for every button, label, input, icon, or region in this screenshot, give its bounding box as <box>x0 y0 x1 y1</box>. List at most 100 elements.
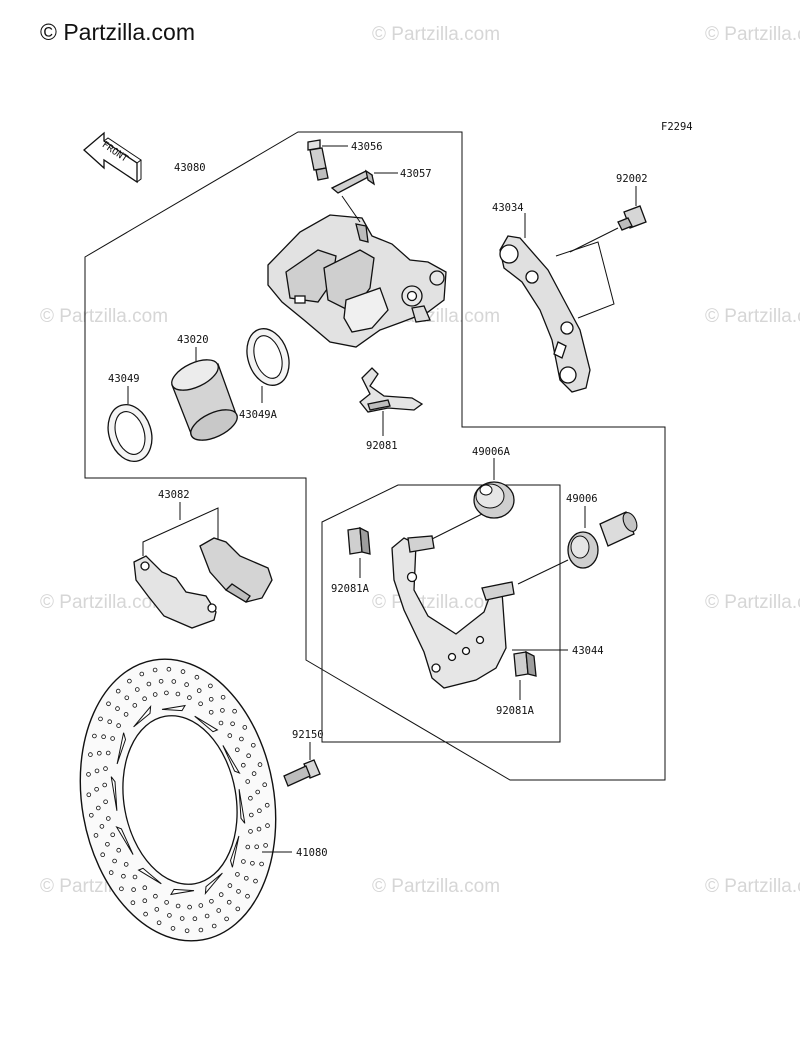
disc-slot <box>204 872 223 895</box>
disc-hole <box>115 706 120 711</box>
label-43057[interactable]: 43057 <box>400 168 432 180</box>
disc-slot <box>161 704 186 712</box>
disc-hole <box>265 823 270 828</box>
disc-hole <box>105 750 111 756</box>
caliper-assembly-outline <box>84 131 666 781</box>
disc-hole <box>187 904 192 910</box>
disc-hole <box>184 928 190 934</box>
torque-link-bolt[interactable] <box>617 205 647 231</box>
bushing-a[interactable] <box>473 481 515 519</box>
disc-hole <box>245 779 251 784</box>
pad-spring[interactable] <box>359 367 424 413</box>
label-92150[interactable]: 92150 <box>292 729 324 741</box>
disc-slot <box>115 825 134 855</box>
label-92002[interactable]: 92002 <box>616 173 648 185</box>
disc-hole <box>257 808 262 813</box>
pad-clip-left[interactable] <box>347 526 371 555</box>
disc-hole <box>227 733 233 738</box>
label-41080[interactable]: 41080 <box>296 847 328 859</box>
watermark: © Partzilla.com <box>705 592 800 613</box>
label-49006A[interactable]: 49006A <box>472 446 511 458</box>
disc-hole <box>264 802 270 808</box>
disc-hole <box>251 742 256 748</box>
disc-slot <box>133 705 152 728</box>
disc-hole <box>96 805 101 811</box>
disc-hole <box>241 762 246 768</box>
disc-hole <box>112 858 117 864</box>
label-43049A[interactable]: 43049A <box>239 409 278 421</box>
disc-hole <box>102 782 107 788</box>
disc-hole <box>139 671 145 677</box>
label-43034[interactable]: 43034 <box>492 202 524 214</box>
label-92081A[interactable]: 92081A <box>496 705 535 717</box>
disc-hole <box>142 898 148 903</box>
label-43080[interactable]: 43080 <box>174 162 206 174</box>
bushing-sleeve[interactable] <box>567 510 640 569</box>
disc-hole <box>153 893 158 899</box>
disc-hole <box>248 829 253 834</box>
disc-hole <box>116 723 121 728</box>
disc-hole <box>101 734 106 739</box>
disc-hole <box>86 772 91 777</box>
label-43056[interactable]: 43056 <box>351 141 383 153</box>
disc-hole <box>152 692 158 697</box>
disc-hole <box>132 703 138 708</box>
caliper-bracket[interactable] <box>391 535 515 689</box>
disc-hole <box>208 696 214 702</box>
disc-hole <box>235 906 241 912</box>
disc-hole <box>110 736 115 741</box>
disc-hole <box>263 843 268 848</box>
disc-hole <box>179 916 185 921</box>
disc-hole <box>166 666 172 672</box>
watermark: © Partzilla.com <box>372 876 500 897</box>
brake-pad-set[interactable] <box>133 537 273 629</box>
dust-seal[interactable] <box>240 323 296 391</box>
disc-hole <box>119 886 124 892</box>
watermark: © Partzilla.com <box>705 306 800 327</box>
disc-hole <box>220 694 226 700</box>
piston-seal[interactable] <box>101 399 159 467</box>
disc-hole <box>88 752 93 757</box>
disc-hole <box>94 768 100 774</box>
label-43020[interactable]: 43020 <box>177 334 209 346</box>
watermark: © Partzilla.com <box>40 306 168 327</box>
bleeder-cap[interactable] <box>330 169 375 194</box>
label-43082[interactable]: 43082 <box>158 489 190 501</box>
disc-hole <box>259 861 264 867</box>
disc-hole <box>236 889 241 894</box>
disc-hole <box>244 875 249 881</box>
brake-disc[interactable] <box>59 643 297 956</box>
disc-hole <box>250 860 255 866</box>
disc-hole <box>208 709 214 715</box>
disc-bolt[interactable] <box>283 759 321 787</box>
disc-hole <box>94 786 99 792</box>
bracket-assembly-outline <box>321 484 561 743</box>
disc-hole <box>245 844 251 850</box>
label-43049[interactable]: 43049 <box>108 373 140 385</box>
pad-clip-right[interactable] <box>513 650 537 677</box>
disc-hole <box>192 916 198 921</box>
label-92081A[interactable]: 92081A <box>331 583 370 595</box>
label-49006[interactable]: 49006 <box>566 493 598 505</box>
disc-vent-holes <box>86 666 270 934</box>
caliper-body[interactable] <box>267 214 447 348</box>
disc-hole <box>110 832 115 838</box>
disc-hole <box>127 678 132 684</box>
disc-slot <box>222 745 241 775</box>
brand-logo[interactable]: © Partzilla.com <box>40 19 195 45</box>
label-92081[interactable]: 92081 <box>366 440 398 452</box>
disc-slot <box>194 715 219 733</box>
disc-hole <box>86 792 92 798</box>
disc-hole <box>123 862 129 867</box>
watermark: © Partzilla.com <box>372 24 500 45</box>
disc-hole <box>211 923 217 929</box>
bleeder-valve[interactable] <box>307 139 329 181</box>
disc-hole <box>171 679 177 684</box>
disc-hole <box>180 669 186 674</box>
caliper-piston[interactable] <box>167 354 241 447</box>
disc-hole <box>167 913 172 918</box>
front-arrow-icon: FRONT <box>83 131 142 184</box>
torque-link[interactable] <box>499 235 591 393</box>
label-43044[interactable]: 43044 <box>572 645 604 657</box>
